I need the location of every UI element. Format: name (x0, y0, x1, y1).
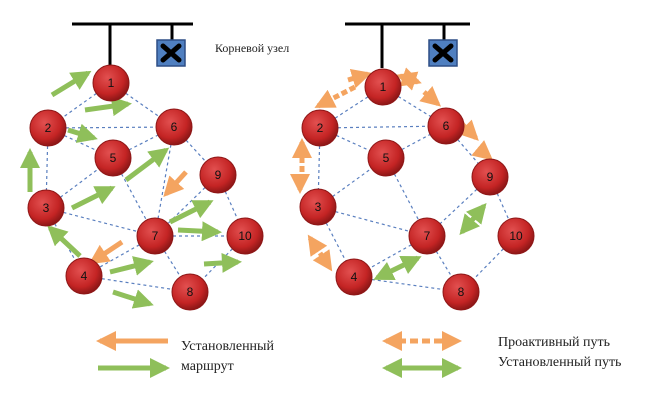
route-arrow (168, 199, 214, 225)
legend-left-line2: маршрут (181, 359, 234, 374)
node-label: 10 (509, 229, 523, 243)
node-label: 5 (110, 151, 117, 165)
node-label: 7 (152, 229, 159, 243)
proactive-arrow (471, 140, 494, 161)
right-graph-nodes: 1 2 3 4 5 6 7 8 9 10 (299, 68, 535, 311)
graph-node: 6 (155, 108, 193, 146)
graph-node: 7 (408, 217, 446, 255)
graph-node: 2 (29, 109, 67, 147)
route-arrow (50, 70, 92, 98)
right-root-bus (345, 22, 470, 68)
graph-node: 5 (367, 139, 405, 177)
graph-node: 6 (427, 107, 465, 145)
graph-node: 1 (92, 64, 130, 102)
proactive-arrow (347, 69, 372, 89)
graph-node: 8 (171, 273, 209, 311)
right-graph-arrows (290, 67, 494, 281)
route-arrow (47, 225, 82, 258)
close-icon (432, 43, 454, 63)
route-arrow (203, 252, 242, 273)
node-label: 4 (81, 269, 88, 283)
node-label: 9 (487, 170, 494, 184)
route-arrow (67, 123, 98, 143)
route-arrow-orange (88, 239, 124, 265)
left-gateway-box (156, 39, 186, 67)
graph-edge (317, 206, 428, 237)
route-arrow (84, 96, 132, 117)
graph-node: 7 (136, 217, 174, 255)
node-label: 1 (108, 76, 115, 90)
proactive-arrow (419, 85, 442, 107)
legend-left: Установленный маршрут (96, 331, 274, 378)
graph-node: 3 (299, 188, 337, 226)
node-label: 2 (45, 121, 52, 135)
graph-node: 9 (199, 156, 237, 194)
node-label: 6 (443, 119, 450, 133)
route-arrow (177, 221, 222, 242)
established-arrow (459, 202, 487, 236)
graph-node: 10 (226, 217, 264, 255)
node-label: 8 (187, 285, 194, 299)
node-label: 1 (380, 80, 387, 94)
graph-edge (45, 207, 156, 237)
graph-node: 8 (442, 273, 480, 311)
route-arrow (109, 256, 154, 276)
node-label: 10 (238, 229, 252, 243)
node-label: 8 (458, 285, 465, 299)
node-label: 5 (383, 151, 390, 165)
node-label: 7 (424, 229, 431, 243)
node-label: 3 (315, 200, 322, 214)
legend-proactive-label: Проактивный путь (498, 335, 610, 350)
proactive-arrow (396, 67, 422, 91)
established-arrow (373, 255, 422, 281)
graph-node: 5 (94, 139, 132, 177)
node-label: 4 (351, 270, 358, 284)
legend-left-line1: Установленный (181, 339, 274, 354)
graph-node: 10 (497, 217, 535, 255)
close-icon (160, 43, 182, 63)
left-graph-nodes: 1 2 3 4 5 6 7 8 9 10 (27, 64, 264, 311)
graph-node: 1 (364, 68, 402, 106)
left-graph-arrows (20, 70, 242, 309)
route-arrow (124, 147, 170, 182)
legend-right: Проактивный путь Установленный путь (382, 331, 621, 378)
legend-established-label: Установленный путь (498, 355, 621, 370)
graph-edge (489, 176, 517, 237)
graph-node: 9 (471, 158, 509, 196)
graph-edge (319, 125, 447, 129)
left-root-bus (72, 22, 193, 68)
node-label: 9 (215, 168, 222, 182)
graph-node: 3 (27, 189, 65, 227)
route-arrow-orange (163, 170, 188, 197)
right-gateway-box (428, 39, 458, 67)
graph-edge (47, 126, 175, 129)
graph-node: 2 (301, 109, 339, 147)
node-label: 2 (317, 121, 324, 135)
root-node-label: Корневой узел (215, 41, 289, 55)
node-label: 6 (171, 120, 178, 134)
route-arrow (112, 289, 154, 309)
route-arrow (70, 185, 116, 211)
proactive-arrow (314, 84, 357, 109)
node-label: 3 (43, 201, 50, 215)
proactive-arrow (307, 234, 333, 272)
graph-node: 4 (65, 257, 103, 295)
graph-node: 4 (335, 258, 373, 296)
